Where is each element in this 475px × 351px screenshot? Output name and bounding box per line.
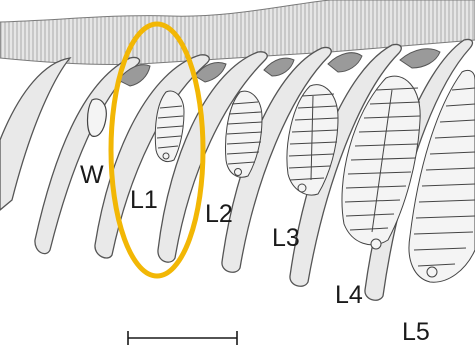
worker-egg [88,99,107,136]
cell-cap [264,58,294,76]
cell-cap [328,53,362,72]
comb-base [0,0,475,65]
label-l3: L3 [272,224,300,252]
scale-bar [128,331,237,345]
label-l2: L2 [205,200,233,228]
label-l5: L5 [402,318,430,346]
label-l1: L1 [130,186,158,214]
label-worker: W [80,161,104,189]
label-l4: L4 [335,281,363,309]
cell-cap [400,49,440,68]
